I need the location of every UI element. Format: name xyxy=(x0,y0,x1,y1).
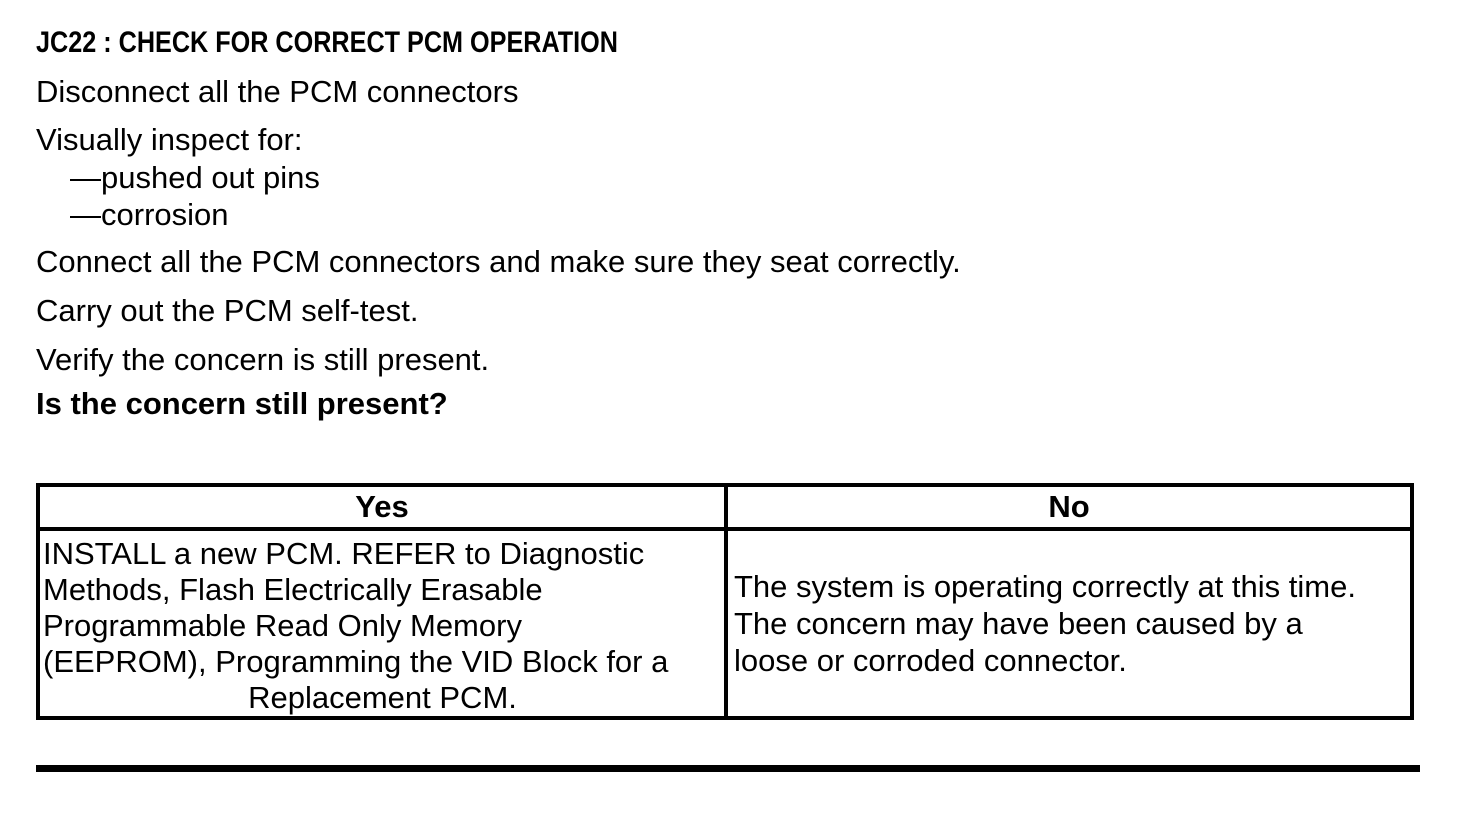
step-connect-connectors: Connect all the PCM connectors and make … xyxy=(36,244,961,279)
yes-result-line: Methods, Flash Electrically Erasable xyxy=(43,572,543,607)
yes-result-line: Programmable Read Only Memory xyxy=(43,608,522,643)
inspect-item-corrosion: —corrosion xyxy=(70,197,229,232)
yes-result-cell: INSTALL a new PCM. REFER to Diagnostic M… xyxy=(40,531,728,716)
yes-result-line: (EEPROM), Programming the VID Block for … xyxy=(43,644,669,679)
section-divider-rule xyxy=(36,765,1420,772)
yes-result-text: INSTALL a new PCM. REFER to Diagnostic M… xyxy=(40,531,724,716)
step-pcm-self-test: Carry out the PCM self-test. xyxy=(36,293,419,328)
results-table-header-row: Yes No xyxy=(40,487,1410,531)
yes-column-header: Yes xyxy=(40,487,728,527)
inspect-item-pushed-out-pins: —pushed out pins xyxy=(70,160,320,195)
no-result-line: The system is operating correctly at thi… xyxy=(734,569,1356,604)
step-visually-inspect: Visually inspect for: xyxy=(36,122,303,157)
results-table-body-row: INSTALL a new PCM. REFER to Diagnostic M… xyxy=(40,531,1410,716)
no-result-line: loose or corroded connector. xyxy=(734,643,1127,678)
yes-result-line: Replacement PCM. xyxy=(248,680,517,715)
no-result-cell: The system is operating correctly at thi… xyxy=(728,531,1410,716)
no-result-line: The concern may have been caused by a xyxy=(734,606,1303,641)
no-result-text: The system is operating correctly at thi… xyxy=(728,531,1410,716)
procedure-heading-text: JC22 : CHECK FOR CORRECT PCM OPERATION xyxy=(36,26,618,59)
decision-question: Is the concern still present? xyxy=(36,386,448,421)
step-verify-concern: Verify the concern is still present. xyxy=(36,342,490,377)
yes-result-line: INSTALL a new PCM. REFER to Diagnostic xyxy=(43,536,645,571)
results-table: Yes No INSTALL a new PCM. REFER to Diagn… xyxy=(36,483,1414,720)
no-column-header: No xyxy=(1048,489,1090,524)
procedure-heading: JC22 : CHECK FOR CORRECT PCM OPERATION xyxy=(36,24,729,62)
step-disconnect-connectors: Disconnect all the PCM connectors xyxy=(36,74,519,109)
